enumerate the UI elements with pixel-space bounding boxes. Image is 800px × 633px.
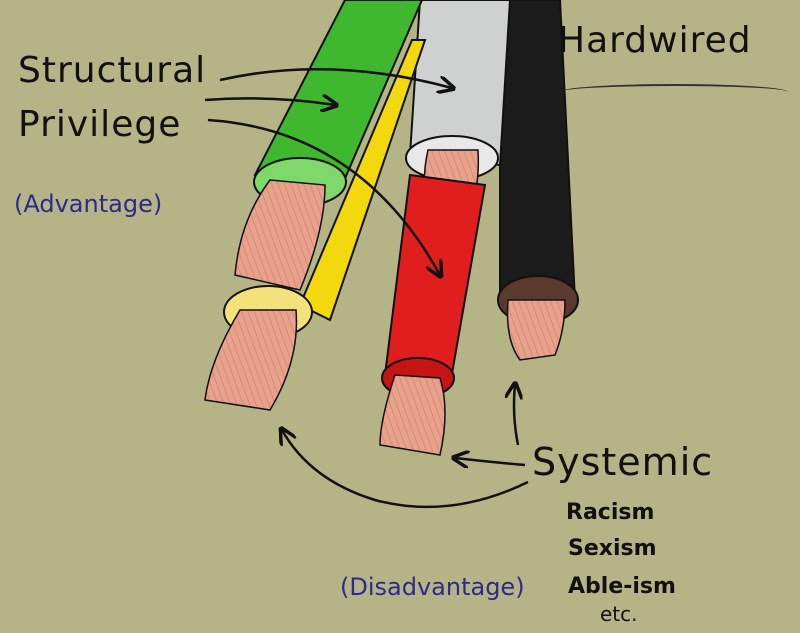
black-wire bbox=[497, 0, 579, 361]
systemic-arrows bbox=[282, 385, 529, 509]
privilege-label: Privilege bbox=[18, 104, 182, 145]
systemic-label: Systemic bbox=[532, 440, 714, 484]
disadvantage-note: (Disadvantage) bbox=[340, 573, 525, 601]
advantage-note: (Advantage) bbox=[14, 190, 163, 218]
ableism-label: Able-ism bbox=[568, 574, 676, 599]
privilege-arrows bbox=[204, 67, 452, 275]
red-wire bbox=[379, 173, 487, 456]
sexism-label: Sexism bbox=[568, 536, 657, 561]
title: Hardwired bbox=[558, 20, 752, 61]
racism-label: Racism bbox=[566, 500, 655, 525]
etc-label: etc. bbox=[600, 602, 638, 626]
title-underline bbox=[560, 84, 788, 100]
structural-label: Structural bbox=[18, 50, 207, 91]
